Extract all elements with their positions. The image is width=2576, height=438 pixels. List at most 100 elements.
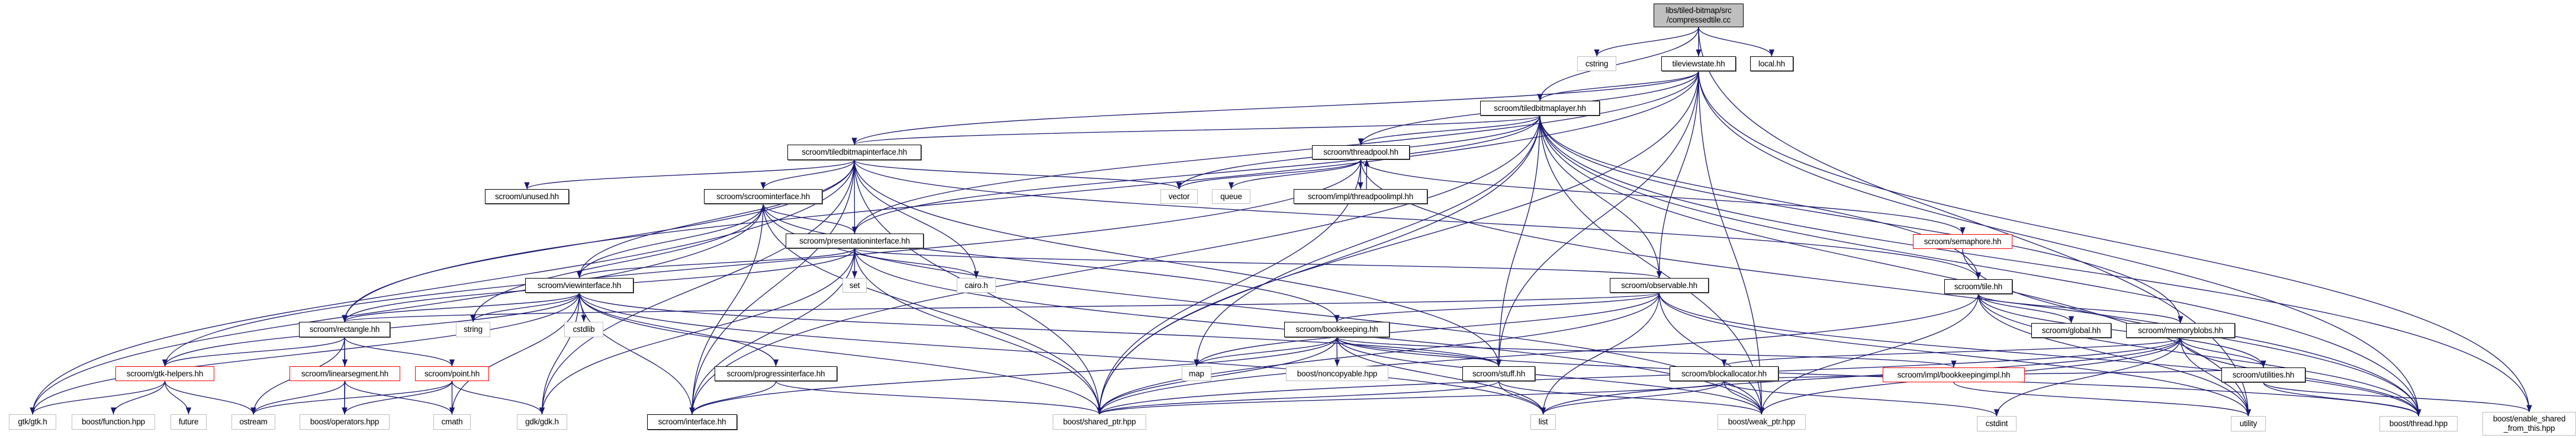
node-tileviewstate[interactable]: tileviewstate.hh (1661, 56, 1736, 71)
node-memoryblobs[interactable]: scroom/memoryblobs.hh (2126, 323, 2235, 338)
node-rectangle[interactable]: scroom/rectangle.hh (299, 322, 390, 337)
node-label: scroom/point.hh (424, 369, 480, 378)
node-semaphore[interactable]: scroom/semaphore.hh (1913, 234, 2012, 249)
node-queue[interactable]: queue (1212, 189, 1250, 204)
node-list[interactable]: list (1530, 414, 1556, 430)
node-label: scroom/tile.hh (1954, 282, 2003, 291)
edge-point-to-gdk (451, 381, 545, 415)
node-label: gtk/gtk.h (18, 417, 47, 426)
edge-tbl-to-tbi (851, 115, 1541, 145)
edge-scroomi-to-string (470, 203, 764, 322)
node-gdk[interactable]: gdk/gdk.h (517, 414, 567, 430)
edge-tbi-to-gdk (539, 159, 855, 415)
node-label: scroom/semaphore.hh (1924, 236, 2002, 246)
edge-tileviewstate-to-thread (1698, 71, 2421, 417)
edge-progress-to-interface (689, 381, 777, 415)
node-presi[interactable]: scroom/presentationinterface.hh (786, 234, 924, 248)
node-scroomi[interactable]: scroom/scroominterface.hh (704, 189, 822, 204)
node-label: cstdint (1985, 419, 2008, 428)
edge-memoryblobs-to-list (1541, 337, 2181, 415)
node-label: ostream (239, 417, 268, 426)
node-cmath[interactable]: cmath (433, 414, 471, 430)
node-blockalloc[interactable]: scroom/blockallocator.hh (1670, 366, 1779, 381)
node-ostream[interactable]: ostream (231, 414, 275, 430)
edge-tbl-to-threadpool (1358, 115, 1541, 146)
edge-linseg-to-ostream (250, 381, 346, 415)
node-utilities[interactable]: scroom/utilities.hh (2221, 367, 2305, 382)
node-set[interactable]: set (842, 278, 867, 293)
edge-bookkeeping-to-interface (689, 337, 1337, 415)
node-noncopyable[interactable]: boost/noncopyable.hpp (1286, 366, 1388, 381)
edge-presi-to-gdk (539, 248, 856, 415)
edge-utilities-to-enable (2263, 382, 2532, 413)
edge-tbi-to-stuff (854, 159, 1502, 367)
node-utility[interactable]: utility (2231, 416, 2266, 431)
edge-bookkeeping-to-list (1336, 337, 1546, 415)
node-vector[interactable]: vector (1160, 189, 1198, 204)
node-threadpool[interactable]: scroom/threadpool.hh (1312, 145, 1410, 159)
edge-tbl-to-presi (851, 115, 1541, 234)
node-cstring[interactable]: cstring (1577, 56, 1616, 71)
edge-scroomi-to-presi (763, 203, 858, 234)
node-label: boost/enable_shared (2493, 414, 2566, 423)
edge-bookkeeping-to-map (1194, 337, 1337, 367)
node-tbi[interactable]: scroom/tiledbitmapinterface.hh (787, 145, 921, 160)
edge-memoryblobs-to-cstdint (1993, 337, 2181, 417)
node-shared[interactable]: boost/shared_ptr.hpp (1053, 414, 1146, 430)
node-stuff[interactable]: scroom/stuff.hh (1462, 366, 1535, 381)
node-label: scroom/tiledbitmaplayer.hh (1494, 103, 1586, 113)
edge-tbl-to-weak (1539, 115, 1765, 415)
node-point[interactable]: scroom/point.hh (415, 366, 489, 381)
edge-root-to-tbl (1537, 27, 1699, 101)
node-progress[interactable]: scroom/progressinterface.hh (715, 366, 837, 381)
node-unused[interactable]: scroom/unused.hh (485, 189, 569, 204)
node-tpimpl[interactable]: scroom/impl/threadpoolimpl.hh (1294, 189, 1427, 204)
node-function[interactable]: boost/function.hpp (72, 414, 155, 430)
node-operators[interactable]: boost/operators.hpp (300, 414, 390, 430)
node-label: gdk/gdk.h (525, 417, 559, 426)
edge-viewi-to-progress (578, 292, 779, 367)
node-global[interactable]: scroom/global.hh (2031, 323, 2111, 338)
node-bookkeeping[interactable]: scroom/bookkeeping.hh (1284, 322, 1390, 337)
node-linseg[interactable]: scroom/linearsegment.hh (290, 366, 400, 381)
edge-tbi-to-presi (851, 159, 858, 234)
node-interface[interactable]: scroom/interface.hh (647, 414, 737, 430)
node-gtk[interactable]: gtk/gtk.h (9, 414, 56, 430)
edge-bookkeeping-to-bkimpl (1336, 337, 1957, 368)
node-tbl[interactable]: scroom/tiledbitmaplayer.hh (1480, 101, 1600, 116)
edge-tile-to-thread (1977, 293, 2421, 417)
node-label: boost/weak_ptr.hpp (1728, 417, 1796, 426)
node-map[interactable]: map (1182, 366, 1211, 381)
node-cstdint[interactable]: cstdint (1977, 416, 2017, 431)
node-local[interactable]: local.hh (1750, 56, 1793, 71)
node-future[interactable]: future (171, 414, 207, 430)
node-label: scroom/memoryblobs.hh (2138, 325, 2223, 335)
edge-stuff-to-shared (1096, 381, 1500, 415)
edge-rectangle-to-gtkhelpers (162, 337, 345, 367)
node-bkimpl[interactable]: scroom/impl/bookkeepingimpl.hh (1883, 367, 2025, 382)
node-gtkhelpers[interactable]: scroom/gtk-helpers.hh (115, 366, 214, 381)
node-thread[interactable]: boost/thread.hpp (2379, 416, 2458, 431)
node-weak[interactable]: boost/weak_ptr.hpp (1718, 414, 1806, 430)
edge-observable-to-thread (1658, 292, 2421, 417)
edge-presi-to-observable (854, 248, 1662, 279)
node-observable[interactable]: scroom/observable.hh (1610, 278, 1709, 293)
node-enable[interactable]: boost/enable_shared_from_this.hpp (2482, 412, 2576, 436)
node-string[interactable]: string (456, 322, 490, 337)
node-label: scroom/unused.hh (495, 191, 559, 201)
node-viewi[interactable]: scroom/viewinterface.hh (525, 278, 633, 293)
node-label: _from_this.hpp (2503, 424, 2555, 433)
edge-observable-to-utility (1658, 292, 2252, 417)
edge-tile-to-weak (1758, 293, 1979, 415)
node-cstdlib[interactable]: cstdlib (564, 322, 603, 337)
edge-threadpool-to-shared (1096, 159, 1362, 415)
node-label: cstdlib (573, 325, 595, 334)
edge-observable-to-weak (1658, 292, 1765, 415)
edge-scroomi-to-shared (763, 203, 1102, 415)
node-tile[interactable]: scroom/tile.hh (1944, 279, 2012, 294)
edge-tileviewstate-to-tbl (1537, 71, 1699, 101)
node-root[interactable]: libs/tiled-bitmap/src/compressedtile.cc (1654, 4, 1744, 27)
node-label: boost/noncopyable.hpp (1297, 369, 1378, 378)
node-cairo[interactable]: cairo.h (957, 278, 996, 293)
